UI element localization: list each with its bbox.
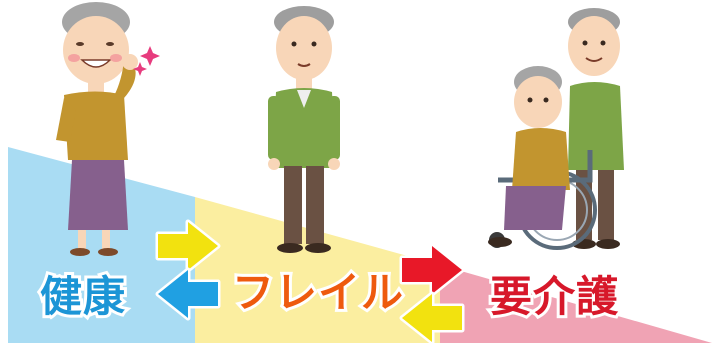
- left-arrow-icon: [399, 291, 465, 343]
- left-arrow-icon: [155, 267, 221, 321]
- smiling-elderly-woman-illustration: [56, 2, 160, 256]
- stage-label-frailty: フレイル: [229, 268, 406, 317]
- right-arrow-icon: [155, 219, 221, 273]
- wheelchair-caregiver-illustration: [488, 8, 624, 250]
- stage-label-care: 要介護: [487, 272, 621, 321]
- health-decline-band: [8, 147, 712, 343]
- band-healthy: [8, 147, 195, 343]
- band-care: [440, 265, 712, 343]
- right-arrow-icon: [399, 243, 465, 297]
- standing-elderly-man-illustration: [268, 6, 340, 253]
- stage-label-healthy: 健康: [37, 272, 128, 321]
- band-frailty: [195, 197, 440, 343]
